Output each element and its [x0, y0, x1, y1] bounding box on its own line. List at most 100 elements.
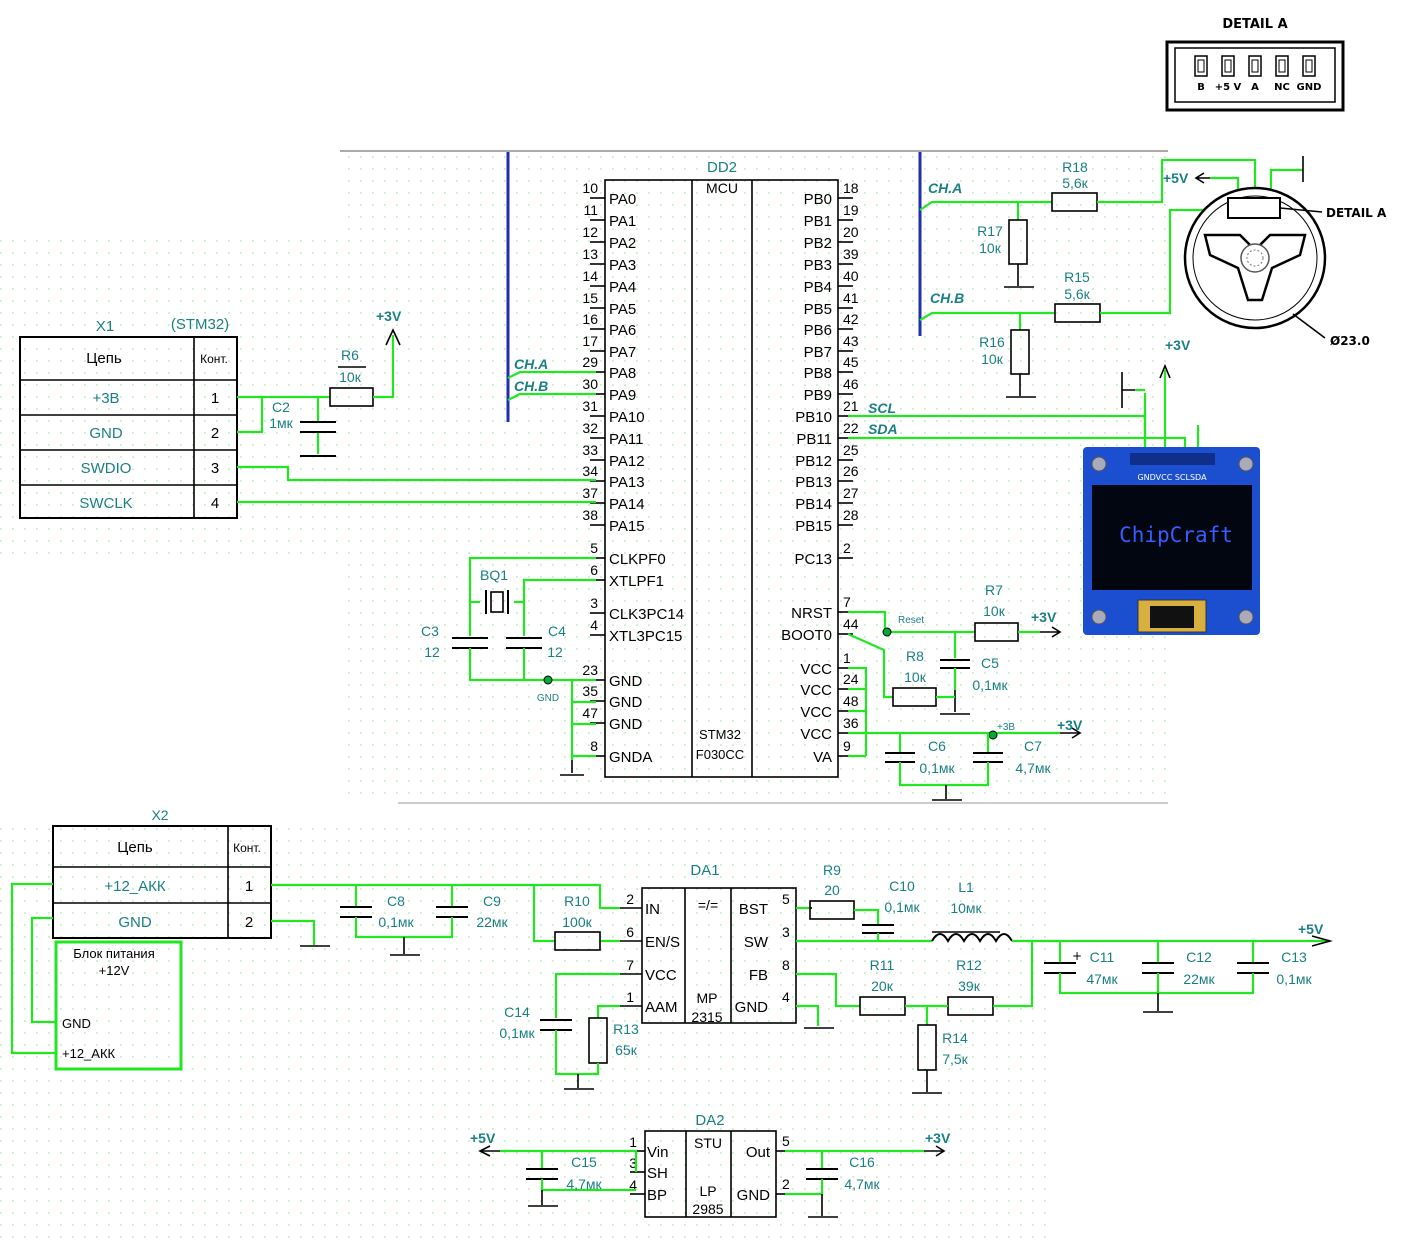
- input-caps: C8 0,1мк C9 22мк: [340, 885, 509, 956]
- dd2-pin-number: 16: [582, 311, 598, 327]
- arrow-3v-x1: [385, 328, 401, 346]
- dd2-pin-number: 2: [843, 540, 851, 556]
- net-3b: +3В: [997, 722, 1015, 733]
- net-5v-encoder: +5V: [1163, 170, 1189, 186]
- dd2-pin-number: 28: [843, 507, 859, 523]
- detail-a-pin-slot: [1221, 55, 1235, 77]
- da2-pin-name: Out: [746, 1144, 771, 1161]
- dd2-pin-name: VA: [813, 749, 832, 766]
- dd2-pin-name: VCC: [800, 726, 832, 743]
- dd2-pin-number: 37: [582, 485, 598, 501]
- da2-pin-number: 5: [782, 1133, 790, 1149]
- x1-row-net: SWDIO: [81, 460, 132, 477]
- dd2-pin-name: VCC: [800, 661, 832, 678]
- c15-ref: C15: [571, 1154, 597, 1170]
- dd2-pin-name: PB5: [804, 301, 832, 318]
- dd2-pin-number: 12: [582, 224, 598, 240]
- x2-row-pin: 2: [245, 914, 253, 931]
- dd2-pin-name: GND: [609, 694, 643, 711]
- c8-ref: C8: [387, 893, 405, 909]
- dd2-part-1: STM32: [699, 727, 741, 742]
- da1-left-parts: C14 0,1мк R13 65к: [499, 972, 639, 1090]
- detail-a-title: DETAIL A: [1222, 17, 1287, 32]
- dd2-pin-name: PA7: [609, 344, 636, 361]
- dd2-pin-name: PA2: [609, 235, 636, 252]
- x1-row-net: +3В: [92, 390, 119, 407]
- dd2-pin-name: PA0: [609, 191, 636, 208]
- dd2-pin-number: 32: [582, 420, 598, 436]
- detail-a-pin-slot: [1302, 55, 1316, 77]
- dd2-pin-number: 18: [843, 180, 859, 196]
- da1-pin-number: 7: [626, 957, 634, 973]
- wire-swdio: [237, 465, 596, 482]
- dd2-pin-name: VCC: [800, 682, 832, 699]
- da1: DA1 =/= MP 2315 2IN6EN/S7VCC1AAM5BST3SW8…: [620, 862, 812, 1025]
- da1-pin-name: GND: [735, 999, 769, 1016]
- dd2-pin-number: 27: [843, 485, 859, 501]
- c2-val: 1мк: [269, 415, 293, 431]
- dd2-pin-number: 13: [582, 246, 598, 262]
- dd2-mcu: DD2 MCU STM32 F030CC 10PA011PA112PA213PA…: [582, 159, 859, 778]
- net-3v-oled: +3V: [1165, 337, 1191, 353]
- r15-val: 5,6к: [1064, 286, 1090, 302]
- wire-x1-gnd: [237, 398, 264, 434]
- r11-ref: R11: [870, 957, 895, 973]
- c16-ref: C16: [849, 1154, 875, 1170]
- c14-ref: C14: [504, 1004, 530, 1020]
- dd2-pin-name: XTL3PC15: [609, 628, 682, 645]
- da2-pin-number: 2: [782, 1176, 790, 1192]
- net-scl: SCL: [868, 400, 896, 416]
- dd2-pin-number: 35: [582, 683, 598, 699]
- dd2-pin-number: 29: [582, 354, 598, 370]
- dd2-pin-name: PB6: [804, 322, 832, 339]
- c5-val: 0,1мк: [972, 677, 1008, 693]
- dd2-pin-name: NRST: [791, 605, 832, 622]
- dd2-pin-number: 3: [590, 595, 598, 611]
- r16-val: 10к: [981, 351, 1004, 367]
- dd2-pin-number: 4: [590, 617, 598, 633]
- x1-row-pin: 2: [211, 425, 219, 442]
- da1-pin-name: BST: [739, 901, 768, 918]
- wire-ch-b-mcu: [507, 392, 596, 401]
- detail-a-pin-slot: [1275, 55, 1289, 77]
- dd2-pin-name: PB14: [795, 496, 832, 513]
- da1-pin-name: AAM: [645, 999, 678, 1016]
- c4-ref: C4: [548, 623, 566, 639]
- da1-pin-name: EN/S: [645, 934, 680, 951]
- da1-pin-number: 2: [626, 891, 634, 907]
- oled-pins-label: GNDVCC SCLSDA: [1137, 473, 1207, 482]
- da1-part-2: 2315: [691, 1009, 722, 1025]
- net-5v-da2: +5V: [470, 1130, 496, 1146]
- x2-row-net: +12_АКК: [104, 878, 166, 895]
- x2-head-net: Цепь: [117, 839, 153, 856]
- r10-body: [554, 931, 601, 951]
- da2-pin-name: SH: [647, 1165, 668, 1182]
- dd2-pin-name: PC13: [794, 551, 832, 568]
- dd2-pin-number: 8: [590, 738, 598, 754]
- x2-ref: X2: [151, 807, 168, 823]
- dd2-pin-number: 44: [843, 616, 859, 632]
- dd2-ref: DD2: [707, 159, 737, 176]
- dd2-pin-name: PB10: [795, 409, 832, 426]
- dd2-pin-name: GND: [609, 716, 643, 733]
- dd2-pin-number: 42: [843, 311, 859, 327]
- dd2-pin-name: PA15: [609, 518, 645, 535]
- net-gnd-label: GND: [537, 693, 559, 704]
- wire-12v-gnd: [271, 919, 316, 945]
- da1-conv: =/=: [698, 897, 718, 913]
- dd2-pin-number: 26: [843, 463, 859, 479]
- r12-ref: R12: [956, 957, 982, 973]
- c12-ref: C12: [1186, 949, 1212, 965]
- dd2-pin-name: BOOT0: [781, 627, 832, 644]
- c9-ref: C9: [483, 893, 501, 909]
- r17-val: 10к: [979, 240, 1002, 256]
- dd2-pin-name: PB7: [804, 344, 832, 361]
- dd2-pin-number: 1: [843, 650, 851, 666]
- c11-ref: C11: [1090, 949, 1115, 965]
- r6-ref: R6: [341, 347, 359, 363]
- net-3v-r7: +3V: [1031, 609, 1057, 625]
- c10-val: 0,1мк: [884, 899, 920, 915]
- dd2-pin-name: PA11: [609, 431, 643, 448]
- dd2-pin-name: PA13: [609, 474, 645, 491]
